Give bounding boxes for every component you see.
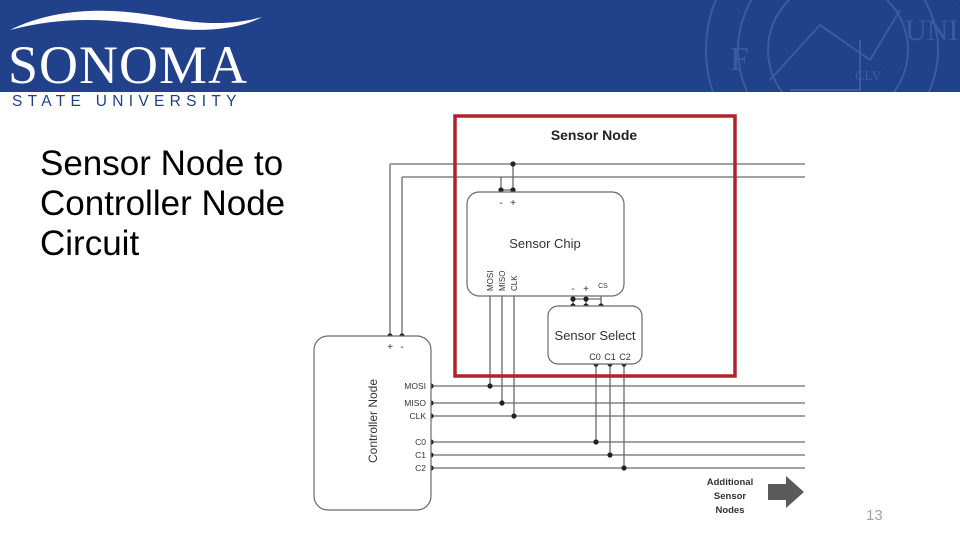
- controller-pin-mosi: MOSI: [404, 381, 426, 391]
- bus-wires: [431, 296, 805, 469]
- controller-pin-c2: C2: [415, 463, 426, 473]
- controller-pin-c1: C1: [415, 450, 426, 460]
- logo-text: SONOMA: [8, 35, 248, 92]
- header-strip: [0, 92, 960, 114]
- controller-node-label: Controller Node: [366, 379, 380, 463]
- controller-pin-miso: MISO: [404, 398, 426, 408]
- slide-title: Sensor Node to Controller Node Circuit: [40, 144, 285, 264]
- page-number: 13: [866, 507, 883, 524]
- logo-swoosh: [10, 10, 262, 30]
- sensor-chip-pin-miso: MISO: [498, 271, 507, 291]
- sensor-select-plus-label: +: [583, 284, 589, 295]
- sensor-select-pin-c0: C0: [589, 352, 601, 362]
- sensor-chip-minus-label: -: [499, 198, 502, 209]
- university-seal-icon: F UNI CLV: [705, 0, 960, 92]
- additional-line-1: Additional: [707, 477, 753, 488]
- title-line: Sensor Node to: [40, 144, 284, 183]
- controller-pin-clk: CLK: [409, 411, 426, 421]
- title-line: Controller Node: [40, 184, 286, 223]
- controller-node-box: [313, 335, 432, 511]
- right-arrow-icon: [768, 476, 804, 508]
- title-clip-mask: [306, 143, 314, 243]
- additional-line-2: Sensor: [714, 491, 747, 502]
- controller-pin-c0: C0: [415, 437, 426, 447]
- header-banner: F UNI CLV SONOMA: [0, 0, 960, 92]
- svg-text:F: F: [730, 41, 749, 78]
- header-graphics: F UNI CLV SONOMA: [8, 0, 960, 92]
- sensor-select-label: Sensor Select: [555, 328, 636, 343]
- sensor-chip-label: Sensor Chip: [509, 236, 581, 251]
- controller-minus-label: -: [400, 342, 403, 353]
- svg-text:UNI: UNI: [905, 14, 958, 47]
- sensor-chip-plus-label: +: [510, 198, 516, 209]
- controller-plus-label: +: [387, 342, 393, 353]
- sensor-chip-pin-clk: CLK: [510, 275, 519, 291]
- sensor-select-cs-label: CS: [598, 283, 608, 290]
- sensor-node-label: Sensor Node: [551, 127, 638, 143]
- additional-line-3: Nodes: [715, 505, 744, 516]
- sensor-select-pin-c2: C2: [619, 352, 631, 362]
- sensor-select-box: [547, 305, 643, 365]
- university-name: STATE UNIVERSITY: [12, 93, 242, 110]
- svg-text:CLV: CLV: [855, 69, 882, 84]
- sensor-select-pin-c1: C1: [604, 352, 616, 362]
- sensor-chip-pin-mosi: MOSI: [486, 271, 495, 291]
- sensor-node-frame: [453, 114, 737, 378]
- sensor-select-minus-label: -: [571, 284, 574, 295]
- title-line: Circuit: [40, 224, 140, 263]
- sensor-chip-box: [466, 191, 625, 297]
